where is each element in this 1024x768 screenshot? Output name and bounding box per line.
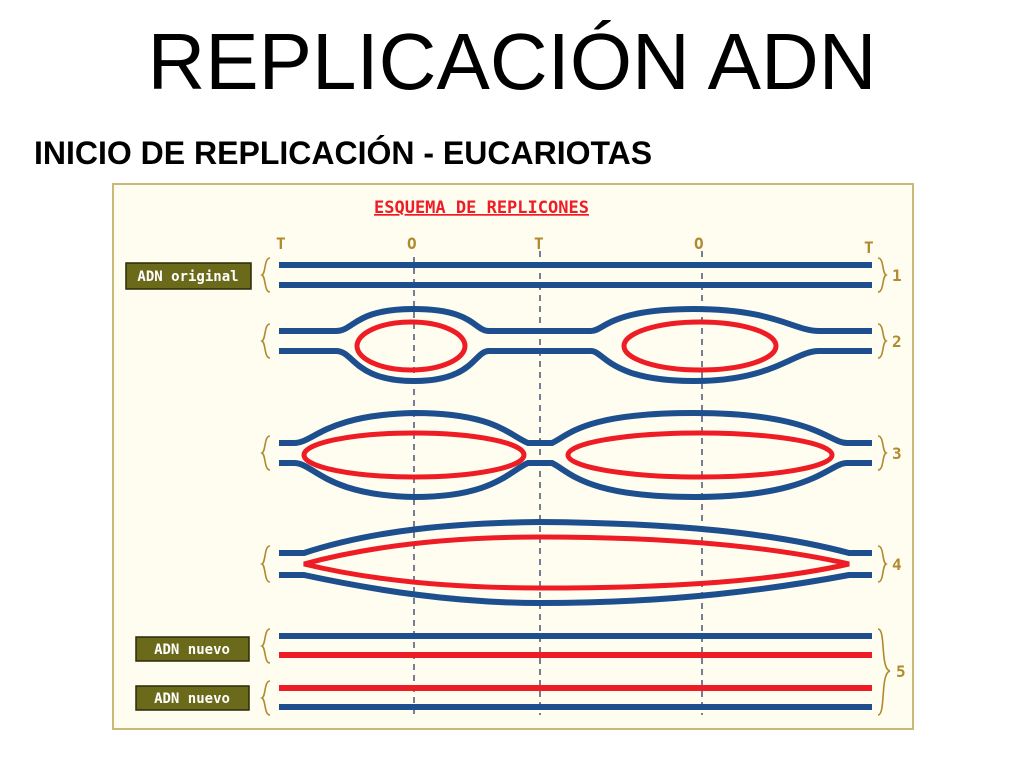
label-adn-nuevo-1-text: ADN nuevo	[154, 642, 230, 658]
right-braces	[877, 257, 891, 716]
brace-right-4	[877, 545, 888, 583]
slide-title: REPLICACIÓN ADN	[147, 17, 877, 106]
label-adn-original: ADN original	[125, 262, 252, 290]
diagram-heading: ESQUEMA DE REPLICONES	[374, 198, 589, 218]
left-braces	[260, 257, 271, 716]
label-adn-nuevo-1: ADN nuevo	[135, 636, 250, 662]
stage-2-initiation-bubbles	[279, 305, 872, 385]
replicon-diagram: ESQUEMA DE REPLICONES T O T O T	[112, 183, 914, 730]
stage-number-4: 4	[892, 555, 902, 574]
marker-o-left: O	[407, 234, 417, 253]
stage-3-growing-bubbles	[279, 409, 872, 501]
brace-right-3	[877, 435, 888, 471]
brace-right-5	[877, 628, 891, 716]
replicon-svg: ESQUEMA DE REPLICONES T O T O T	[125, 198, 906, 716]
stage-number-3: 3	[892, 444, 902, 463]
position-guides	[413, 251, 703, 715]
label-adn-nuevo-2: ADN nuevo	[135, 685, 250, 711]
stage-number-5: 5	[896, 662, 906, 681]
marker-t-middle: T	[534, 234, 544, 253]
marker-t-left: T	[276, 234, 286, 253]
brace-left-5a	[260, 628, 271, 664]
brace-left-4	[260, 545, 271, 583]
label-adn-nuevo-2-text: ADN nuevo	[154, 691, 230, 707]
stage-1-original-dna	[279, 262, 872, 288]
stage-5-daughter-molecules	[279, 633, 872, 710]
marker-o-right: O	[694, 234, 704, 253]
slide-subtitle: INICIO DE REPLICACIÓN - EUCARIOTAS	[34, 135, 653, 171]
brace-right-1	[877, 257, 888, 293]
brace-left-3	[260, 435, 271, 471]
marker-t-right: T	[864, 238, 874, 257]
stage-number-2: 2	[892, 332, 902, 351]
brace-left-5b	[260, 680, 271, 716]
label-adn-original-text: ADN original	[137, 269, 238, 285]
brace-right-2	[877, 323, 888, 359]
stage-4-fused-bubble	[279, 518, 872, 607]
stage-number-1: 1	[892, 266, 902, 285]
brace-left-1	[260, 257, 271, 293]
brace-left-2	[260, 323, 271, 359]
